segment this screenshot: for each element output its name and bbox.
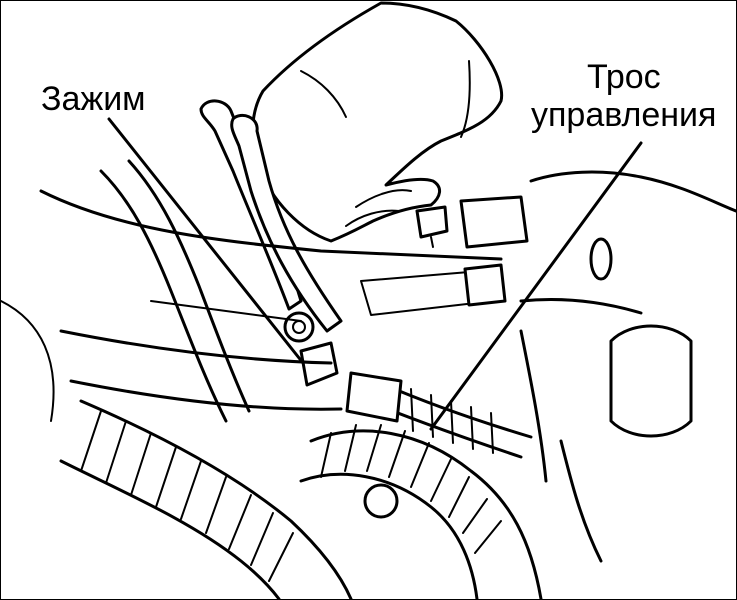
engine-frame [1, 189, 529, 422]
cable-leader-line [429, 141, 643, 431]
control-cable-label-line2: управления [531, 96, 717, 134]
clamp-leader-line [107, 117, 313, 375]
bolt [415, 205, 449, 248]
pliers [199, 99, 343, 387]
pipe [99, 159, 251, 423]
engine-block [519, 170, 736, 563]
control-cable-label-line1: Трос [587, 58, 661, 96]
corrugated-hose-left [59, 399, 353, 599]
corrugated-hose-center [299, 424, 543, 599]
control-cable [345, 371, 533, 459]
clamp-label: Зажим [41, 80, 146, 118]
